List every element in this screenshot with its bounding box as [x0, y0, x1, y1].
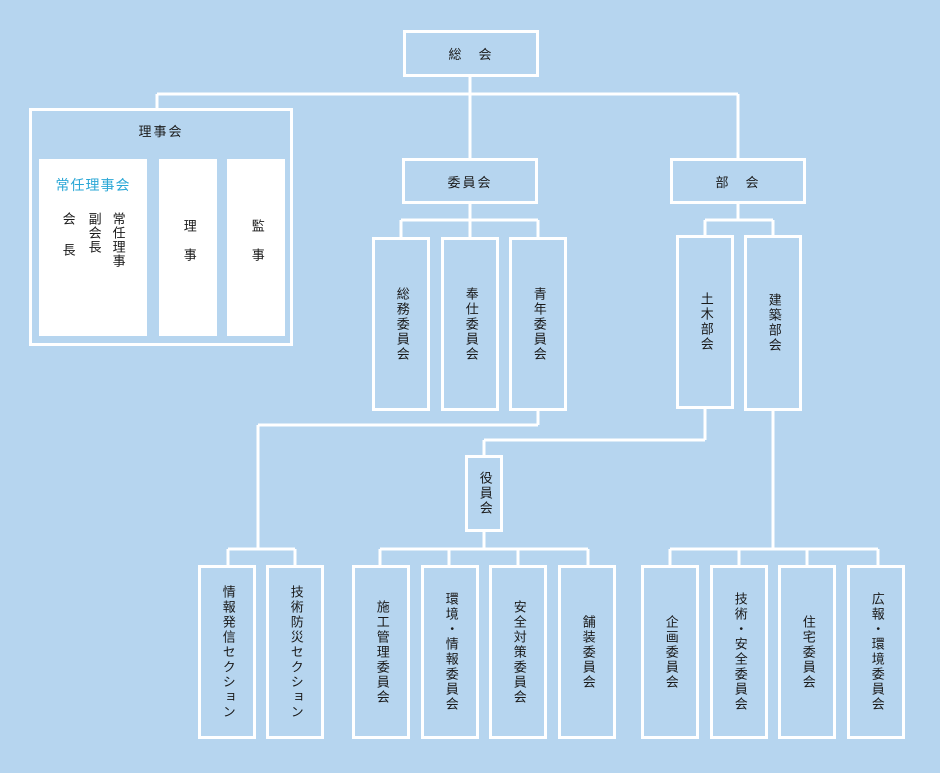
kenchiku-bukai-label: 建築部会	[765, 293, 781, 353]
kikaku-iinkai-label: 企画委員会	[662, 614, 678, 690]
iinkai-label: 委員会	[447, 175, 493, 191]
bukai-label: 部 会	[715, 175, 761, 191]
kouhou-kankyo-iinkai-box: 広報・環境委員会	[847, 565, 905, 739]
gijutsu-anzen-iinkai-box: 技術・安全委員会	[710, 565, 768, 739]
kanji-panel: 監事	[227, 159, 285, 336]
iinkai-box: 委員会	[402, 158, 538, 204]
yakuinkai-box: 役員会	[465, 455, 503, 532]
kaicho-label: 会長	[59, 212, 75, 274]
kenchiku-bukai-box: 建築部会	[744, 235, 802, 411]
rijikai-box: 理事会 常任理事会 常任理事 副会長 会長 理事 監事	[29, 108, 293, 346]
soumu-iinkai-box: 総務委員会	[372, 237, 430, 411]
riji-panel: 理事	[159, 159, 217, 336]
seinen-iinkai-label: 青年委員会	[530, 286, 546, 362]
jutaku-iinkai-label: 住宅委員会	[799, 614, 815, 690]
doboku-bukai-label: 土木部会	[697, 292, 713, 352]
joho-hasshin-section-label: 情報発信セクション	[219, 584, 235, 720]
kankyo-joho-iinkai-box: 環境・情報委員会	[421, 565, 479, 739]
seko-kanri-iinkai-box: 施工管理委員会	[352, 565, 410, 739]
houshi-iinkai-label: 奉仕委員会	[462, 286, 478, 362]
kikaku-iinkai-box: 企画委員会	[641, 565, 699, 739]
jonin-rijikai-title: 常任理事会	[55, 178, 131, 194]
bukai-box: 部 会	[670, 158, 806, 204]
houshi-iinkai-box: 奉仕委員会	[441, 237, 499, 411]
gijutsu-anzen-iinkai-label: 技術・安全委員会	[731, 592, 747, 712]
kanji-label: 監事	[248, 218, 264, 277]
kouhou-kankyo-iinkai-label: 広報・環境委員会	[868, 592, 884, 712]
kankyo-joho-iinkai-label: 環境・情報委員会	[442, 592, 458, 712]
gijutsu-bousai-section-label: 技術防災セクション	[287, 584, 303, 720]
soumu-iinkai-label: 総務委員会	[393, 286, 409, 362]
soukai-label: 総 会	[448, 48, 494, 63]
fukukaicho-label: 副会長	[85, 212, 101, 254]
jonin-riji-label: 常任理事	[109, 212, 125, 268]
joho-hasshin-section-box: 情報発信セクション	[198, 565, 256, 739]
jutaku-iinkai-box: 住宅委員会	[778, 565, 836, 739]
gijutsu-bousai-section-box: 技術防災セクション	[266, 565, 324, 739]
soukai-box: 総 会	[403, 30, 539, 77]
rijikai-title: 理事会	[138, 125, 184, 140]
anzen-taisaku-iinkai-box: 安全対策委員会	[489, 565, 547, 739]
doboku-bukai-box: 土木部会	[676, 235, 734, 409]
hosou-iinkai-box: 舗装委員会	[558, 565, 616, 739]
yakuinkai-label: 役員会	[476, 471, 492, 516]
seko-kanri-iinkai-label: 施工管理委員会	[373, 599, 389, 705]
hosou-iinkai-label: 舗装委員会	[579, 614, 595, 690]
riji-label: 理事	[180, 218, 196, 277]
anzen-taisaku-iinkai-label: 安全対策委員会	[510, 599, 526, 705]
seinen-iinkai-box: 青年委員会	[509, 237, 567, 411]
jonin-rijikai-panel: 常任理事会 常任理事 副会長 会長	[39, 159, 147, 336]
